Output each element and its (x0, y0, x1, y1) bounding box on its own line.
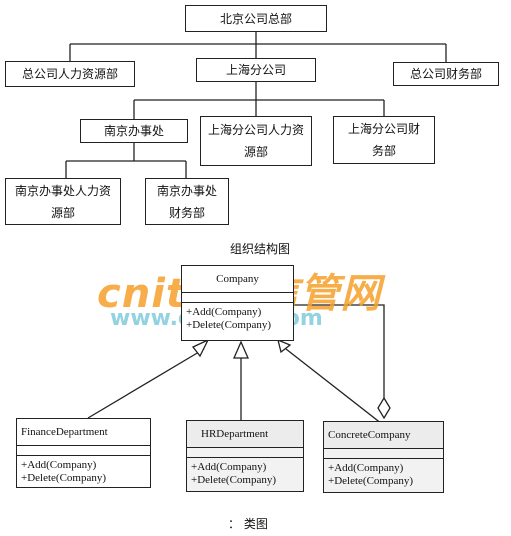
class-finance-op-delete: +Delete(Company) (21, 472, 107, 484)
class-finance-op-add: +Add(Company) (21, 459, 97, 471)
org-shanghai-box: 上海分公司 (196, 58, 316, 82)
class-hr-department-operations: +Add(Company) +Delete(Company) (187, 458, 303, 490)
class-diagram-caption: ： 类图 (228, 517, 268, 531)
org-sh-finance-label-1: 上海分公司财 (347, 122, 420, 136)
class-company-op-delete: +Delete(Company) (186, 319, 272, 331)
org-root-label: 北京公司总部 (219, 11, 292, 26)
org-nanjing-box: 南京办事处 (80, 119, 188, 143)
org-hq-finance-box: 总公司财务部 (393, 62, 499, 86)
org-nj-finance-label-1: 南京办事处 (156, 183, 217, 198)
class-company-operations: +Add(Company) +Delete(Company) (182, 303, 293, 335)
org-nj-hr-box: 南京办事处人力资 源部 (5, 178, 121, 225)
org-nj-hr-label-2: 源部 (50, 205, 75, 220)
org-hq-hr-box: 总公司人力资源部 (5, 61, 135, 87)
org-nj-finance-box: 南京办事处 财务部 (145, 178, 229, 225)
org-nj-hr-label-1: 南京办事处人力资 (14, 183, 111, 198)
org-sh-hr-box: 上海分公司人力资 源部 (200, 116, 312, 166)
class-hr-op-add: +Add(Company) (191, 461, 267, 473)
org-sh-finance-label-2: 务部 (371, 144, 396, 158)
class-concrete-company-attributes (324, 449, 443, 459)
org-root-box: 北京公司总部 (185, 5, 327, 32)
org-shanghai-label: 上海分公司 (225, 63, 286, 77)
class-company: Company +Add(Company) +Delete(Company) (181, 265, 294, 341)
class-concrete-company-name: ConcreteCompany (324, 422, 443, 449)
class-finance-department-operations: +Add(Company) +Delete(Company) (17, 456, 150, 488)
org-hq-finance-label: 总公司财务部 (409, 67, 482, 81)
org-sh-hr-label-1: 上海分公司人力资 (207, 123, 304, 137)
org-sh-hr-label-2: 源部 (243, 145, 268, 159)
class-finance-department-attributes (17, 446, 150, 456)
class-hr-op-delete: +Delete(Company) (191, 474, 277, 486)
class-hr-department-attributes (187, 448, 303, 458)
class-hr-department-name: HRDepartment (187, 421, 303, 448)
class-concrete-company: ConcreteCompany +Add(Company) +Delete(Co… (323, 421, 444, 493)
org-chart-caption: 组织结构图 (230, 242, 291, 256)
class-company-name: Company (182, 266, 293, 293)
class-finance-department-name: FinanceDepartment (17, 419, 150, 446)
class-concrete-company-operations: +Add(Company) +Delete(Company) (324, 459, 443, 491)
org-hq-hr-label: 总公司人力资源部 (21, 67, 118, 81)
org-sh-finance-box: 上海分公司财 务部 (333, 116, 435, 164)
class-hr-department: HRDepartment +Add(Company) +Delete(Compa… (186, 420, 304, 492)
class-company-op-add: +Add(Company) (186, 306, 262, 318)
class-company-attributes (182, 293, 293, 303)
org-nanjing-label: 南京办事处 (103, 124, 164, 138)
class-finance-department: FinanceDepartment +Add(Company) +Delete(… (16, 418, 151, 488)
org-nj-finance-label-2: 财务部 (168, 205, 205, 220)
class-concrete-op-delete: +Delete(Company) (328, 475, 414, 487)
class-concrete-op-add: +Add(Company) (328, 462, 404, 474)
